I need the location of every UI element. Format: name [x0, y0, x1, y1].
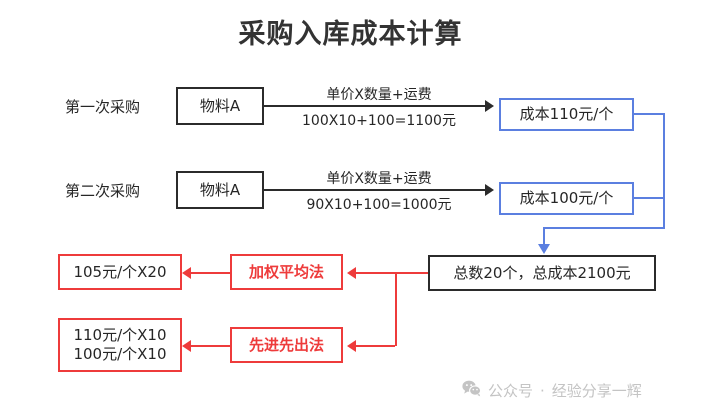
watermark-prefix: 公众号 — [488, 382, 534, 400]
watermark: 公众号 · 经验分享一辉 — [462, 380, 642, 401]
total-box: 总数20个，总成本2100元 — [428, 255, 656, 291]
blue-connector-row2 — [634, 197, 665, 199]
red-arrow-head-weighted-result — [182, 267, 191, 279]
row-1-formula-bottom: 100X10+100=1100元 — [302, 113, 456, 129]
row-2-material-box: 物料A — [176, 171, 264, 209]
watermark-account: 经验分享一辉 — [551, 382, 642, 400]
red-connector-weighted-to-result — [191, 272, 230, 274]
method-weighted-average-label: 加权平均法 — [248, 262, 324, 281]
row-2-cost-box: 成本100元/个 — [499, 182, 634, 215]
red-arrow-head-to-fifo — [347, 340, 356, 352]
row-2-formula-top: 单价X数量+运费 — [326, 171, 432, 187]
row-2-label: 第二次采购 — [65, 182, 141, 200]
row-1-cost-text: 成本110元/个 — [519, 105, 614, 124]
row-2-material-text: 物料A — [199, 180, 241, 199]
wechat-icon — [462, 380, 482, 401]
row-2-cost-text: 成本100元/个 — [519, 189, 614, 208]
red-connector-to-weighted — [356, 272, 395, 274]
red-arrow-head-to-weighted — [347, 267, 356, 279]
row-1-arrow-line — [264, 105, 486, 107]
row-1-arrow-head — [485, 100, 494, 112]
red-connector-fifo-to-result — [191, 345, 230, 347]
watermark-separator: · — [540, 381, 545, 400]
result-fifo-line-1: 110元/个X10 — [73, 326, 167, 345]
result-fifo-box: 110元/个X10 100元/个X10 — [58, 318, 182, 372]
total-text: 总数20个，总成本2100元 — [453, 263, 631, 282]
method-fifo-box: 先进先出法 — [230, 327, 343, 363]
row-2-arrow-line — [264, 189, 486, 191]
result-weighted-average-box: 105元/个X20 — [58, 254, 182, 290]
blue-connector-row1 — [634, 113, 665, 115]
row-2-arrow-head — [485, 184, 494, 196]
blue-connector-run — [543, 227, 665, 229]
row-2-formula-bottom: 90X10+100=1000元 — [306, 197, 452, 213]
row-1-material-box: 物料A — [176, 87, 264, 125]
result-weighted-average-text: 105元/个X20 — [73, 262, 167, 281]
blue-connector-arrow-head — [538, 244, 550, 254]
red-arrow-head-fifo-result — [182, 340, 191, 352]
blue-connector-drop — [543, 227, 545, 247]
result-fifo-line-2: 100元/个X10 — [73, 345, 167, 363]
row-1-cost-box: 成本110元/个 — [499, 98, 634, 131]
red-connector-to-fifo — [356, 345, 395, 347]
row-1-material-text: 物料A — [199, 96, 241, 115]
red-connector-from-total — [395, 272, 428, 274]
row-1-label: 第一次采购 — [65, 98, 141, 116]
page-title: 采购入库成本计算 — [238, 19, 463, 50]
method-weighted-average-box: 加权平均法 — [230, 254, 343, 290]
row-1-formula-top: 单价X数量+运费 — [326, 87, 432, 103]
method-fifo-label: 先进先出法 — [248, 335, 324, 354]
red-connector-junction-rail — [395, 272, 397, 346]
blue-connector-rail — [663, 113, 665, 229]
